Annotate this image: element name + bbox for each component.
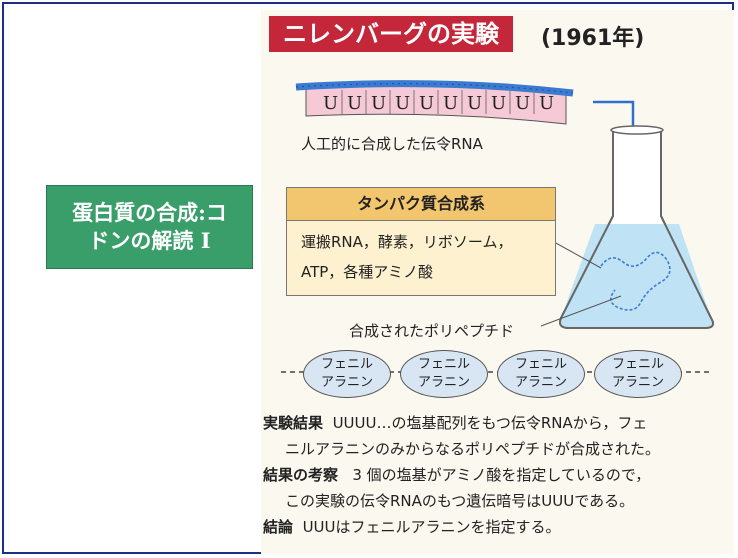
figure-year: (1961年) [541,26,645,51]
polypeptide-caption: 合成されたポリペプチド [349,322,515,340]
amino-acid-phenylalanine: フェニルアラニン [303,350,391,398]
amino-acid-label-bottom: アラニン [417,375,470,390]
experiment-result-text-1: UUUU…の塩基配列をもつ伝令RNAから，フェ [332,414,648,432]
slide-title-label: 蛋白質の合成:コ ドンの解読 I [46,185,253,269]
amino-acid-label-top: フェニル [417,357,470,372]
rna-codon-letter: U [371,93,386,114]
rna-codon-letter: U [467,93,482,114]
consideration-text-1: 3 個の塩基がアミノ酸を指定しているので， [352,466,651,484]
rna-codon-letter: U [347,93,362,114]
conclusion-text: UUUはフェニルアラニンを指定する。 [302,518,561,536]
slide-title-line-2: ドンの解読 I [88,228,211,253]
rna-codon-letter: U [323,93,338,114]
amino-acid-phenylalanine: フェニルアラニン [400,350,488,398]
experiment-result-line: 実験結果 UUUU…の塩基配列をもつ伝令RNAから，フェ [263,410,733,436]
amino-acid-label-bottom: アラニン [320,375,373,390]
rna-codon-letter: U [443,93,458,114]
synthesis-system-box: タンパク質合成系 運搬RNA，酵素，リボソーム， ATP，各種アミノ酸 [286,187,556,296]
rna-caption: 人工的に合成した伝令RNA [301,135,483,153]
flask [559,125,714,329]
amino-acid-phenylalanine: フェニルアラニン [497,350,585,398]
rna-codon-letter: U [395,93,410,114]
pointer-line-polypeptide [540,295,622,327]
rna-codon-letter: U [539,93,554,114]
consideration-text-2: この実験の伝令RNAのもつ遺伝暗号はUUUである。 [285,492,635,510]
rna-codon-letter: U [491,93,506,114]
amino-acid-label-top: フェニル [514,357,567,372]
synthesis-system-title: タンパク質合成系 [287,188,555,221]
amino-acid-phenylalanine: フェニルアラニン [594,350,682,398]
synthesis-system-line-2: ATP，各種アミノ酸 [301,263,434,281]
amino-acid-label-bottom: アラニン [514,375,567,390]
experiment-result-key: 実験結果 [263,414,324,432]
conclusion-key: 結論 [263,518,294,536]
amino-acid-label-top: フェニル [320,357,373,372]
amino-acid-label-top: フェニル [611,357,664,372]
rna-codon-letter: U [419,93,434,114]
conclusion-line: 結論 UUUはフェニルアラニンを指定する。 [263,514,733,540]
consideration-line: 結果の考察 3 個の塩基がアミノ酸を指定しているので， [263,462,733,488]
amino-acid-label-bottom: アラニン [611,375,664,390]
experiment-result-text-2: ニルアラニンのみからなるポリペプチドが合成された。 [285,440,661,458]
pointer-line-box [553,241,602,269]
results-text: 実験結果 UUUU…の塩基配列をもつ伝令RNAから，フェ ニルアラニンのみからな… [263,410,733,540]
rna-codon-letter: U [515,93,530,114]
consideration-key: 結果の考察 [263,466,339,484]
synthesis-system-line-1: 運搬RNA，酵素，リボソーム， [301,233,513,251]
slide-title-line-1: 蛋白質の合成:コ [72,200,227,225]
figure-title: ニレンバーグの実験 [269,16,513,52]
